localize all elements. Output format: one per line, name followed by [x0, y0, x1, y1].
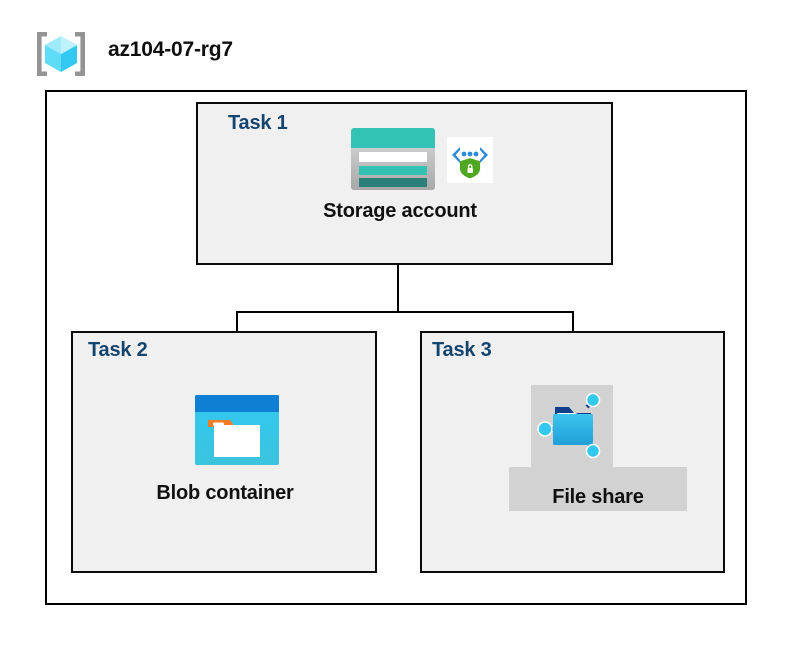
- file-share-icon: [535, 389, 609, 463]
- azure-resource-group-icon: [33, 28, 89, 80]
- task-2-label: Task 2: [88, 339, 148, 361]
- file-share-caption: File share: [552, 486, 644, 508]
- connector-horizontal-bar: [236, 311, 574, 313]
- blob-container-caption: Blob container: [156, 482, 294, 504]
- storage-account-caption: Storage account: [323, 200, 477, 222]
- storage-account-icon: [350, 127, 436, 191]
- blob-container-icon: [194, 394, 280, 466]
- connector-trunk: [397, 265, 399, 313]
- private-endpoint-shield-icon: [447, 137, 493, 183]
- resource-group-header: az104-07-rg7: [30, 26, 350, 82]
- task-1-label: Task 1: [228, 112, 288, 134]
- task-3-label: Task 3: [432, 339, 492, 361]
- file-share-label-highlight: [509, 467, 687, 511]
- page-title: az104-07-rg7: [108, 38, 233, 61]
